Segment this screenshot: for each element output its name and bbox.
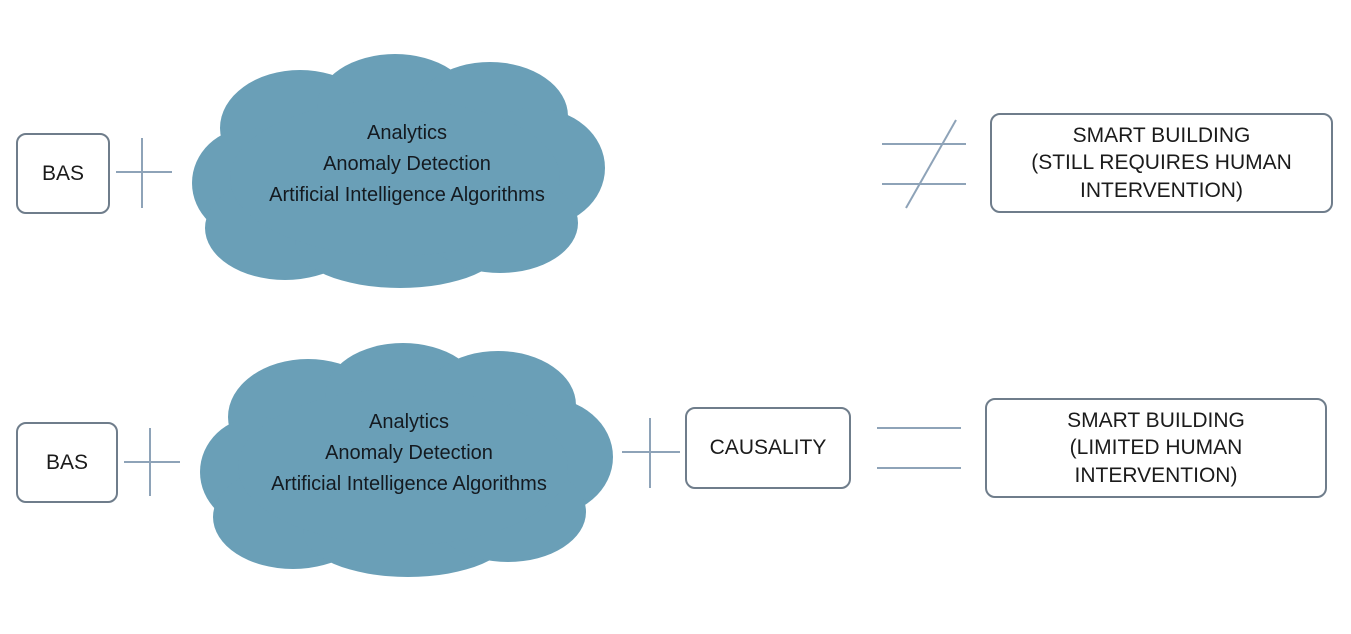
cloud-shape-icon bbox=[192, 54, 605, 288]
not-equal-icon bbox=[882, 119, 966, 209]
analytics-cloud-row1: Analytics Anomaly Detection Artificial I… bbox=[190, 48, 608, 288]
bas-label-row1: BAS bbox=[41, 161, 85, 185]
plus-icon bbox=[622, 418, 680, 488]
smart-building-label-row1: SMART BUILDING (STILL REQUIRES HUMAN INT… bbox=[1031, 124, 1292, 202]
causality-label: CAUSALITY bbox=[709, 436, 827, 460]
plus-icon bbox=[124, 428, 180, 496]
smart-building-label-row2: SMART BUILDING (LIMITED HUMAN INTERVENTI… bbox=[1067, 409, 1245, 487]
causality-box: CAUSALITY bbox=[685, 407, 851, 489]
bas-box-row1: BAS bbox=[16, 133, 110, 214]
plus-icon bbox=[116, 138, 172, 208]
smart-building-box-row1: SMART BUILDING (STILL REQUIRES HUMAN INT… bbox=[990, 113, 1333, 213]
analytics-cloud-row2: Analytics Anomaly Detection Artificial I… bbox=[198, 337, 616, 577]
bas-label-row2: BAS bbox=[45, 450, 89, 474]
smart-building-box-row2: SMART BUILDING (LIMITED HUMAN INTERVENTI… bbox=[985, 398, 1327, 498]
equal-icon bbox=[877, 427, 961, 469]
cloud-text-row1: Analytics Anomaly Detection Artificial I… bbox=[269, 121, 545, 206]
bas-box-row2: BAS bbox=[16, 422, 118, 503]
cloud-shape-icon bbox=[200, 343, 613, 577]
cloud-text-row2: Analytics Anomaly Detection Artificial I… bbox=[271, 410, 547, 495]
